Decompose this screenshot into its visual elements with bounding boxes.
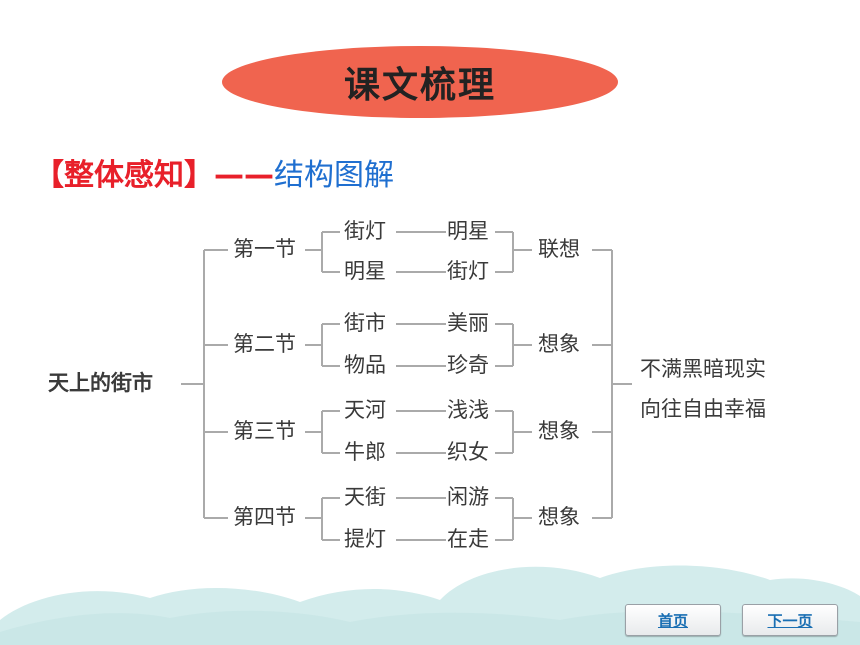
pair-left-text: 街市 bbox=[344, 311, 386, 335]
section-subtitle: 结构图解 bbox=[274, 158, 394, 193]
mode-label: 想象 bbox=[538, 419, 580, 443]
conclusion-line-1: 不满黑暗现实 bbox=[640, 357, 766, 381]
pair-right-text: 街灯 bbox=[447, 259, 489, 283]
section-label: 第四节 bbox=[233, 505, 296, 529]
pair-left-text: 街灯 bbox=[344, 219, 386, 243]
pair-right-text: 明星 bbox=[447, 219, 489, 243]
mode-label: 想象 bbox=[538, 505, 580, 529]
title-banner: 课文梳理 bbox=[222, 46, 618, 118]
pair-right-text: 闲游 bbox=[447, 485, 489, 509]
section-bracket-label: 【整体感知】 bbox=[34, 158, 214, 193]
pair-left-text: 明星 bbox=[344, 259, 386, 283]
next-page-button[interactable]: 下一页 bbox=[742, 604, 838, 636]
pair-left-text: 物品 bbox=[344, 353, 386, 377]
section-heading: 【整体感知】——结构图解 bbox=[34, 150, 394, 194]
section-label: 第二节 bbox=[233, 332, 296, 356]
pair-right-text: 织女 bbox=[447, 440, 489, 464]
home-button[interactable]: 首页 bbox=[625, 604, 721, 636]
mode-label: 联想 bbox=[538, 237, 580, 261]
pair-right-text: 浅浅 bbox=[447, 398, 489, 422]
mode-label: 想象 bbox=[538, 332, 580, 356]
section-label: 第一节 bbox=[233, 237, 296, 261]
root-node: 天上的街市 bbox=[48, 371, 153, 395]
section-label: 第三节 bbox=[233, 419, 296, 443]
pair-left-text: 天河 bbox=[344, 398, 386, 422]
pair-right-text: 美丽 bbox=[447, 311, 489, 335]
pair-left-text: 牛郎 bbox=[344, 440, 386, 464]
pair-right-text: 珍奇 bbox=[447, 353, 489, 377]
pair-left-text: 天街 bbox=[344, 485, 386, 509]
pair-left-text: 提灯 bbox=[344, 527, 386, 551]
section-dash: —— bbox=[214, 158, 274, 193]
conclusion-line-2: 向往自由幸福 bbox=[640, 397, 766, 421]
page-title: 课文梳理 bbox=[343, 65, 496, 106]
pair-right-text: 在走 bbox=[447, 527, 489, 551]
